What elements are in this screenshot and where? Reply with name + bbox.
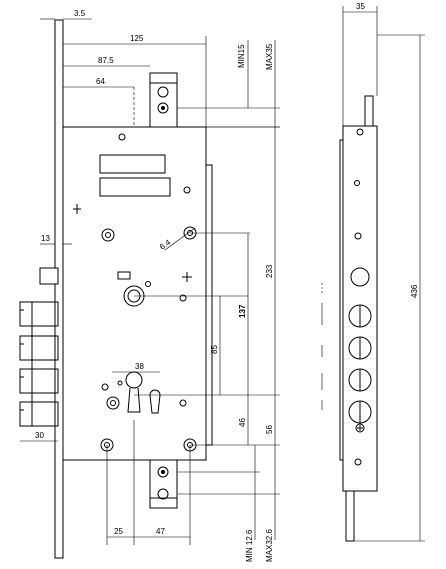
bolt-3 xyxy=(19,368,59,394)
screw-left-upper xyxy=(101,228,115,242)
bolt-latch xyxy=(39,267,59,285)
dimension-labels: 3.5 125 87.5 64 MIN15 MAX35 6.4 13 233 1… xyxy=(35,2,419,562)
front-dimension-lines xyxy=(20,18,280,545)
side-bolt-latch xyxy=(350,267,370,287)
side-view xyxy=(339,95,378,542)
faceplate xyxy=(54,19,64,559)
screw-right-lower-small xyxy=(179,399,187,407)
dim-13: 13 xyxy=(41,234,50,243)
dim-64: 64 xyxy=(96,77,105,86)
dim-min15: MIN15 xyxy=(237,44,246,68)
bottom-bracket-hole-upper xyxy=(157,466,169,478)
top-bracket xyxy=(149,72,178,128)
screw-top xyxy=(118,133,126,141)
screw-window xyxy=(183,186,191,194)
dim-56: 56 xyxy=(265,425,274,434)
dim-max35: MAX35 xyxy=(265,43,274,70)
dim-min-12-6: MIN 12.6 xyxy=(245,529,254,562)
screw-middle xyxy=(179,294,187,302)
dim-38: 38 xyxy=(135,362,144,371)
bolt-4 xyxy=(19,401,59,427)
window-upper xyxy=(99,154,166,174)
dim-25: 25 xyxy=(114,527,123,536)
body-flange xyxy=(205,164,213,446)
dim-87-5: 87.5 xyxy=(98,56,114,65)
dim-47: 47 xyxy=(156,527,165,536)
top-bracket-hole-upper xyxy=(157,86,169,98)
cylinder-cutout xyxy=(125,371,143,413)
bolt-1 xyxy=(19,301,59,327)
indicator-square xyxy=(117,271,131,280)
lock-body xyxy=(62,126,207,461)
dim-6-4: 6.4 xyxy=(158,238,173,252)
dim-125: 125 xyxy=(130,34,144,43)
dim-137: 137 xyxy=(238,304,247,318)
screw-left-lower-small xyxy=(101,383,109,391)
dim-35-side: 35 xyxy=(356,2,365,11)
dim-3-5: 3.5 xyxy=(74,9,86,18)
dim-85: 85 xyxy=(210,345,219,354)
bottom-bracket-hole-lower xyxy=(157,488,169,500)
bottom-bracket xyxy=(149,459,178,509)
window-lower xyxy=(99,177,171,197)
front-view xyxy=(19,19,213,559)
dim-46: 46 xyxy=(238,418,247,427)
top-bracket-hole-lower xyxy=(157,102,169,114)
dim-233: 233 xyxy=(265,264,274,278)
dim-max32-6: MAX32.6 xyxy=(265,529,274,562)
dim-436: 436 xyxy=(410,284,419,298)
side-dimension-lines xyxy=(321,6,425,542)
dim-30: 30 xyxy=(35,431,44,440)
side-screw-icon xyxy=(355,423,365,433)
bolt-2 xyxy=(19,335,59,361)
screw-left-lower xyxy=(106,396,120,410)
